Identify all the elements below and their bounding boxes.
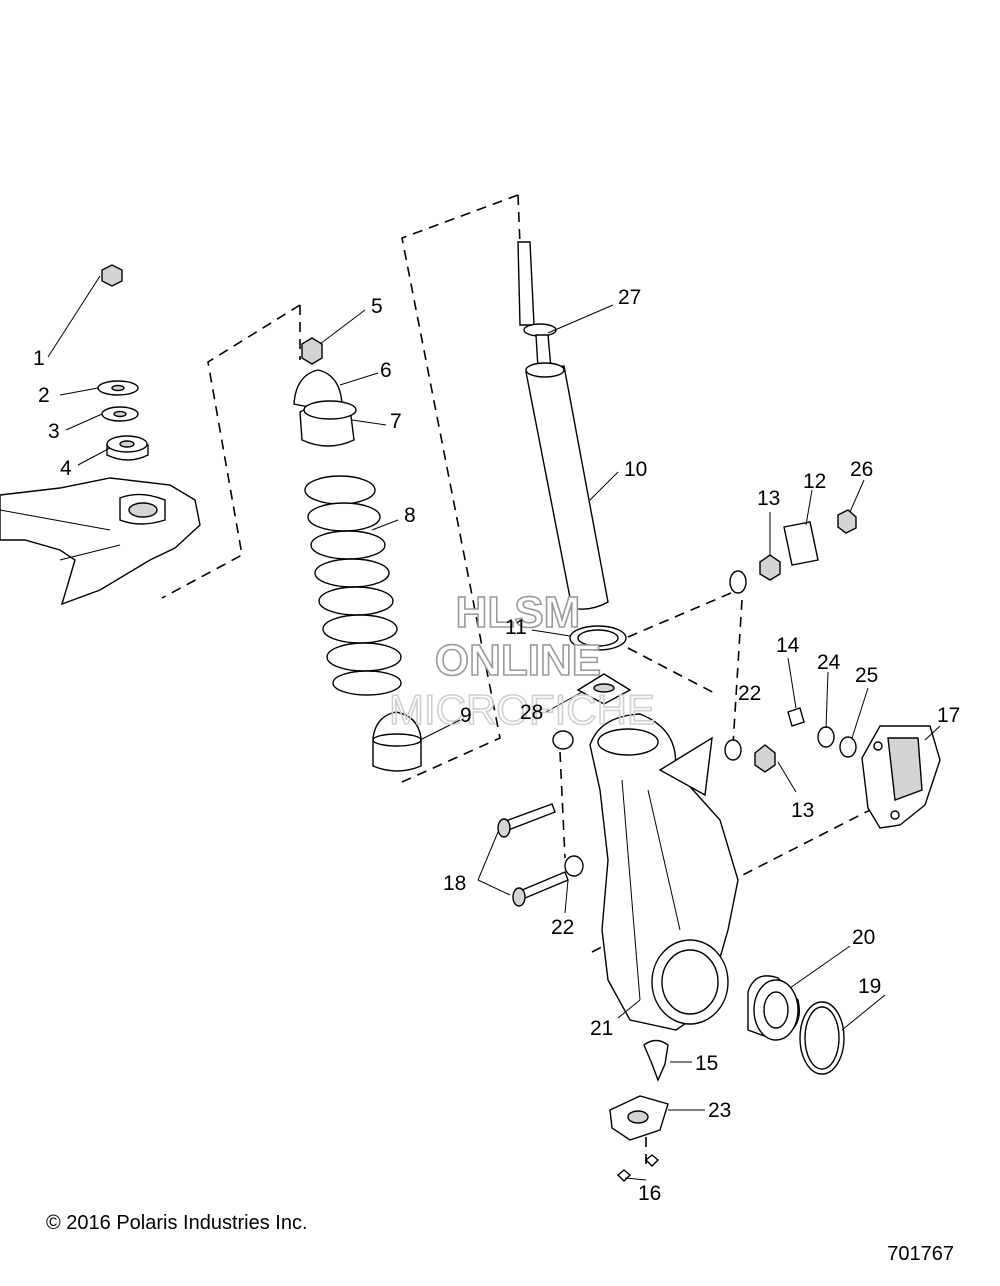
- callout-4: 4: [60, 457, 72, 480]
- callout-5: 5: [371, 295, 383, 318]
- steering-knuckle: [589, 713, 739, 1031]
- callout-9: 9: [460, 704, 472, 727]
- callout-11: 11: [505, 616, 527, 639]
- watermark-line2: ONLINE: [435, 636, 601, 685]
- callout-27: 27: [618, 286, 641, 309]
- callout-17: 17: [937, 704, 960, 727]
- callout-13-upper: 13: [757, 487, 780, 510]
- callout-24: 24: [817, 651, 841, 674]
- callout-leaders: [47, 275, 941, 1181]
- callout-20: 20: [852, 926, 875, 949]
- knuckle-bolts: [497, 730, 584, 907]
- coil-spring: [304, 475, 402, 696]
- callout-6: 6: [380, 359, 392, 382]
- upper-a-arm: [0, 477, 201, 606]
- callout-19: 19: [858, 975, 881, 998]
- callout-labels: 1 2 3 4 5 6 7 8 9 10 11 12 13 13 14 15 1…: [33, 286, 960, 1205]
- callout-25: 25: [855, 664, 878, 687]
- callout-8: 8: [404, 504, 416, 527]
- callout-7: 7: [390, 410, 402, 433]
- callout-28: 28: [520, 701, 543, 724]
- callout-15: 15: [695, 1052, 718, 1075]
- callout-18: 18: [443, 872, 466, 895]
- callout-26: 26: [850, 458, 873, 481]
- callout-12: 12: [803, 470, 826, 493]
- callout-21: 21: [590, 1017, 613, 1040]
- wheel-bearing: [747, 975, 800, 1041]
- callout-22-left: 22: [551, 916, 574, 939]
- callout-1: 1: [33, 347, 45, 370]
- callout-16: 16: [638, 1182, 661, 1205]
- spring-assembly: [293, 337, 422, 772]
- callout-3: 3: [48, 420, 60, 443]
- callout-2: 2: [38, 384, 50, 407]
- drawing-number: 701767: [887, 1243, 954, 1265]
- brake-caliper: [861, 725, 941, 829]
- bushing-stack: [97, 264, 149, 461]
- callout-13-lower: 13: [791, 799, 814, 822]
- callout-14: 14: [776, 634, 800, 657]
- callout-10: 10: [624, 458, 647, 481]
- caliper-hardware: [724, 509, 857, 773]
- watermark-line1: HLSM: [456, 588, 581, 637]
- watermark-line3: MICROFICHE: [389, 686, 655, 733]
- shock-absorber: [517, 241, 609, 610]
- copyright-notice: © 2016 Polaris Industries Inc.: [46, 1212, 308, 1234]
- callout-22-right: 22: [738, 682, 761, 705]
- retaining-ring: [799, 1001, 845, 1075]
- shock-seat-parts: [569, 625, 632, 705]
- ball-joint-assembly: [609, 1039, 669, 1182]
- callout-23: 23: [708, 1099, 731, 1122]
- watermark: HLSM ONLINE MICROFICHE: [388, 587, 656, 734]
